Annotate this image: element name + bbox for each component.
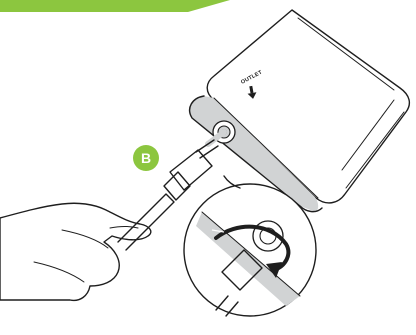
header-banner [0,0,230,12]
hand [0,203,151,300]
step-b-marker: B [133,145,159,171]
down-arrow-icon [246,85,257,99]
device [189,10,410,212]
plug-body [170,150,212,190]
outlet-label: OUTLET [240,69,264,85]
step-b-label: B [141,150,151,166]
